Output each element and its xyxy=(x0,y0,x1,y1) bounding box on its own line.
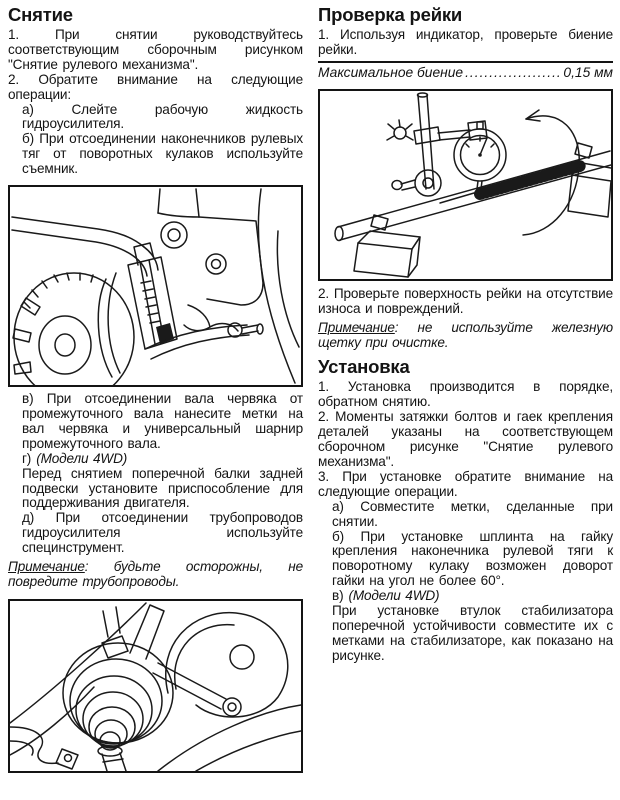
rack-check-step-2: 2. Проверьте поверхность рейки на отсутс… xyxy=(318,285,613,316)
removal-substep-v: в) При отсоединении вала червяка от пром… xyxy=(22,391,303,451)
install-substep-v-text: При установке втулок стабилизатора попер… xyxy=(332,603,613,663)
substep-g-label: г) xyxy=(22,450,32,466)
removal-substep-b: б) При отсоединении наконечников рулевых… xyxy=(22,131,303,177)
note-label: Примечание xyxy=(318,319,395,335)
left-column: Снятие 1. При снятии руководствуйтесь со… xyxy=(8,4,303,773)
install-substep-v: в)(Модели 4WD) xyxy=(318,588,613,604)
spec-label: Максимальное биение xyxy=(318,64,464,80)
install-substep-b: б) При установке шплинта на гайку крепле… xyxy=(332,528,613,589)
rack-runout-check-drawing xyxy=(334,92,611,278)
substep-v-label: в) xyxy=(332,588,344,604)
removal-substep-g-text: Перед снятием поперечной балки задней по… xyxy=(22,465,303,511)
removal-step-2: 2. Обратите внимание на следующие операц… xyxy=(8,71,303,102)
install-step-3: 3. При установке обратите внимание на сл… xyxy=(318,468,613,499)
right-column: Проверка рейки 1. Используя индикатор, п… xyxy=(318,4,613,773)
section-title-removal: Снятие xyxy=(8,4,73,25)
removal-step-1: 1. При снятии руководствуйтесь соответст… xyxy=(8,27,303,72)
removal-substep-g: г)(Модели 4WD) xyxy=(8,450,303,467)
tie-rod-puller-drawing xyxy=(11,188,300,386)
spec-value: 0,15 мм xyxy=(563,64,613,80)
rack-check-step-1: 1. Используя индикатор, проверьте биение… xyxy=(318,27,613,57)
section-title-rack-check: Проверка рейки xyxy=(318,4,463,25)
figure-rack-runout xyxy=(318,88,613,281)
max-runout-spec: Максимальное биение ....................… xyxy=(318,60,613,81)
note-label: Примечание xyxy=(8,559,85,575)
figure-tie-rod-puller xyxy=(8,185,303,388)
section-title-installation: Установка xyxy=(318,356,410,378)
substep-g-models: (Модели 4WD) xyxy=(36,450,128,466)
rack-check-note: Примечание: не используйте железную щетк… xyxy=(318,319,613,351)
removal-substep-d: д) При отсоединении трубопроводов гидроу… xyxy=(22,510,303,556)
removal-substep-a: а) Слейте рабочую жидкость гидроусилител… xyxy=(22,101,303,132)
note-text: : не используйте железную щетку при очис… xyxy=(318,319,613,350)
figure-cv-joint-boot xyxy=(8,598,303,773)
note-text: : будьте осторожны, не повредите трубопр… xyxy=(8,559,303,589)
install-substep-a: а) Совместите метки, сделанные при сняти… xyxy=(332,498,613,529)
spec-leader-dots: ........................................… xyxy=(465,64,562,80)
cv-joint-boot-drawing xyxy=(10,602,301,771)
substep-v-models: (Модели 4WD) xyxy=(348,588,440,604)
removal-note: Примечание: будьте осторожны, не повреди… xyxy=(8,559,303,590)
install-step-1: 1. Установка производится в порядке, обр… xyxy=(318,379,613,410)
install-step-2: 2. Моменты затяжки болтов и гаек креплен… xyxy=(318,409,613,469)
